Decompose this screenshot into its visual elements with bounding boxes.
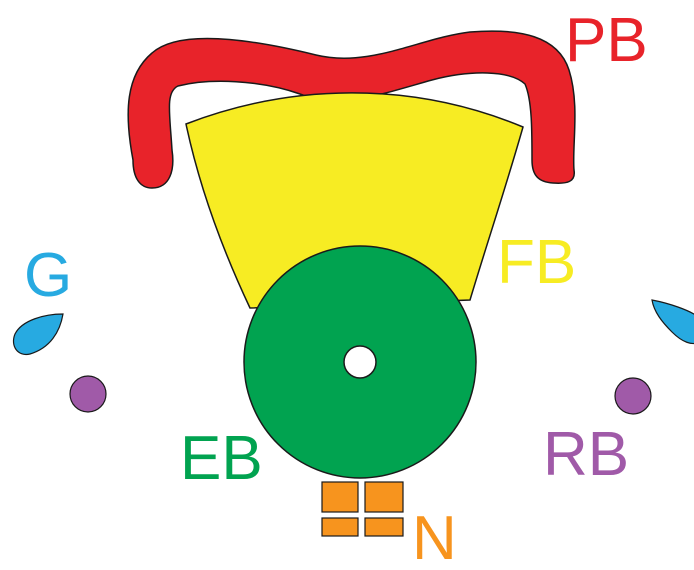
g-left-shape — [13, 314, 63, 354]
n-block-bottom-right — [365, 518, 403, 536]
g-right-shape — [652, 300, 694, 344]
n-block-top-left — [322, 482, 358, 512]
rb-right-shape — [615, 378, 651, 414]
n-block-bottom-left — [322, 518, 358, 536]
rb-left-shape — [70, 376, 106, 412]
pb-label: PB — [565, 10, 648, 72]
fb-label: FB — [497, 232, 576, 294]
n-label: N — [412, 508, 457, 570]
eb-label: EB — [180, 428, 263, 490]
eb-hole — [344, 346, 376, 378]
g-label: G — [24, 245, 72, 307]
n-block-top-right — [365, 482, 403, 512]
rb-label: RB — [543, 424, 629, 486]
